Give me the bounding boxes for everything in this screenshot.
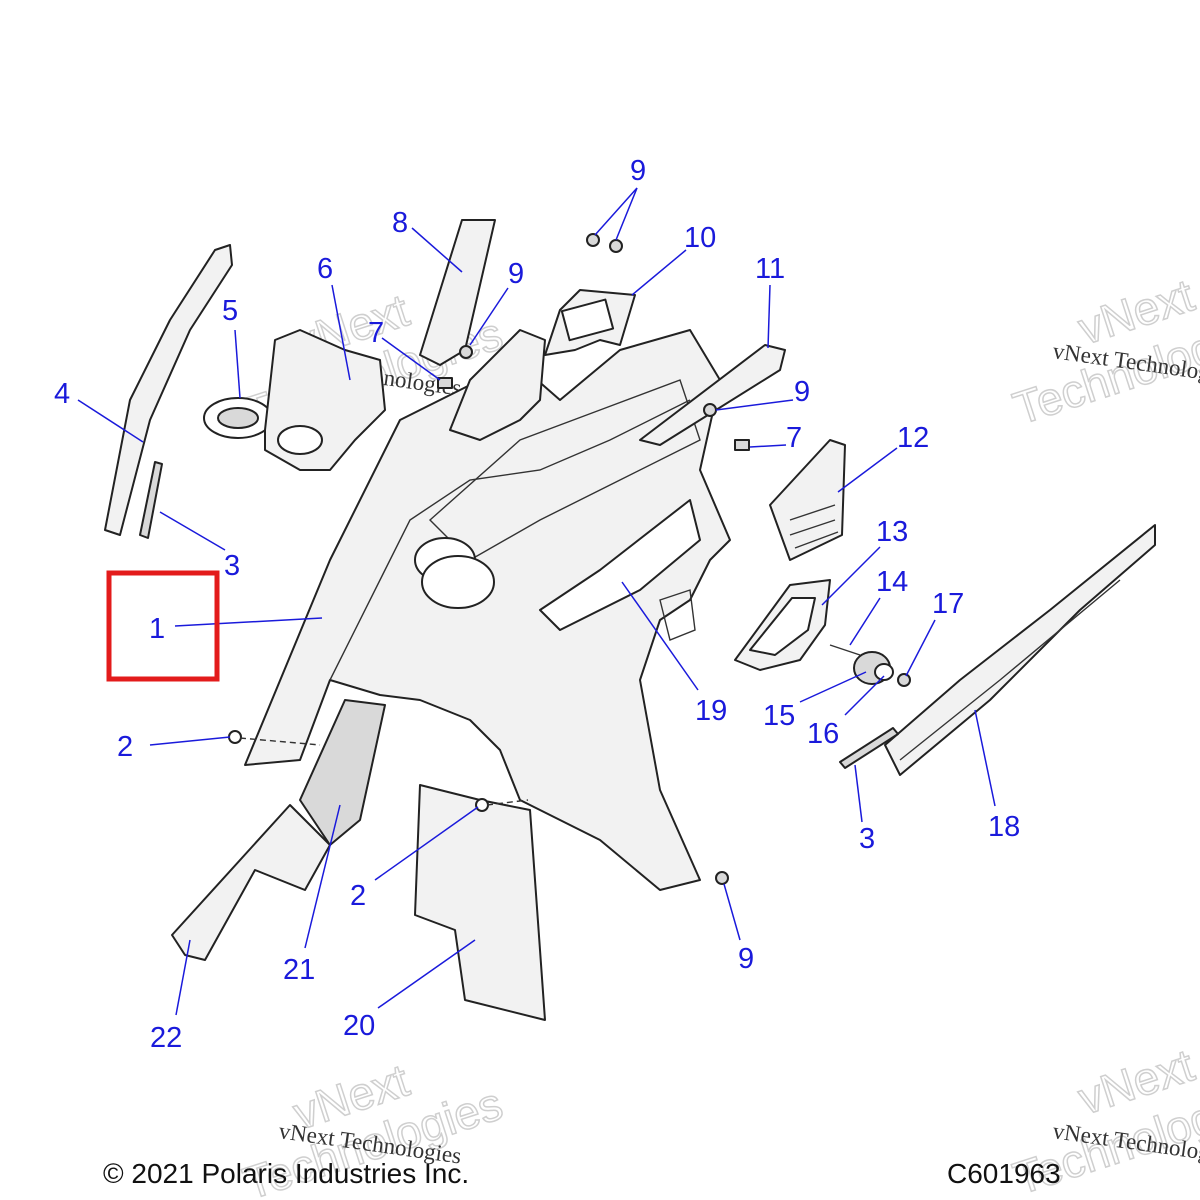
callout-3-left[interactable]: 3 bbox=[224, 550, 240, 582]
callout-14[interactable]: 14 bbox=[876, 566, 908, 598]
part-12-vent bbox=[769, 439, 846, 561]
part-9-screw-b bbox=[609, 239, 623, 253]
watermark-top-right: vNext Technologies vNext Technologies bbox=[1006, 268, 1200, 435]
part-2-assembly-path-b bbox=[486, 799, 529, 806]
callout-9-bottom[interactable]: 9 bbox=[738, 943, 754, 975]
part-4-left-trim bbox=[104, 244, 233, 536]
part-9-screw-e bbox=[715, 871, 729, 885]
part-1-inner-rim bbox=[329, 399, 691, 681]
callout-15[interactable]: 15 bbox=[763, 700, 795, 732]
part-22-lower-left-panel bbox=[171, 804, 331, 961]
callout-2-lower[interactable]: 2 bbox=[350, 880, 366, 912]
callout-7-upper[interactable]: 7 bbox=[368, 317, 384, 349]
part-18-right-panel bbox=[884, 524, 1156, 776]
part-7-clip-a bbox=[437, 377, 453, 389]
callout-18[interactable]: 18 bbox=[988, 811, 1020, 843]
callout-17[interactable]: 17 bbox=[932, 588, 964, 620]
part-3-rod-right bbox=[839, 727, 899, 769]
callout-9-upper-left[interactable]: 9 bbox=[508, 258, 524, 290]
callout-20[interactable]: 20 bbox=[343, 1010, 375, 1042]
part-6-bezel-hole bbox=[277, 425, 323, 455]
part-1-cupholder-2 bbox=[421, 555, 495, 609]
callout-13[interactable]: 13 bbox=[876, 516, 908, 548]
part-9-screw-a bbox=[586, 233, 600, 247]
callout-19[interactable]: 19 bbox=[695, 695, 727, 727]
part-21-side-strip bbox=[299, 699, 386, 846]
leader-lines bbox=[77, 187, 996, 1016]
part-2-assembly-path-a bbox=[239, 737, 321, 746]
part-11-right-bar bbox=[639, 344, 786, 446]
callout-9-right[interactable]: 9 bbox=[794, 376, 810, 408]
part-1-rear-tower bbox=[449, 329, 546, 441]
callout-21[interactable]: 21 bbox=[283, 954, 315, 986]
part-18-panel-edge bbox=[899, 579, 1121, 761]
part-2-fastener-a bbox=[228, 730, 242, 744]
callout-10[interactable]: 10 bbox=[684, 222, 716, 254]
part-10-bracket-window bbox=[560, 298, 615, 342]
callout-4[interactable]: 4 bbox=[54, 378, 70, 410]
part-9-screw-c bbox=[459, 345, 473, 359]
callout-5[interactable]: 5 bbox=[222, 295, 238, 327]
part-13-handle-opening bbox=[749, 597, 816, 656]
part-2-fastener-b bbox=[475, 798, 489, 812]
callout-12[interactable]: 12 bbox=[897, 422, 929, 454]
part-16-knob-cap bbox=[874, 663, 894, 681]
part-14-pin bbox=[829, 644, 861, 656]
footer-copyright: © 2021 Polaris Industries Inc. bbox=[103, 1158, 469, 1189]
part-3-rod-left bbox=[139, 461, 163, 539]
part-17-fastener bbox=[897, 673, 911, 687]
part-5-ring-inner bbox=[217, 407, 259, 429]
callout-16[interactable]: 16 bbox=[807, 718, 839, 750]
part-20-lower-flap bbox=[414, 784, 546, 1021]
callout-3-right[interactable]: 3 bbox=[859, 823, 875, 855]
part-1-center-channel bbox=[428, 379, 701, 561]
callout-6[interactable]: 6 bbox=[317, 253, 333, 285]
part-8-upper-bar bbox=[419, 219, 496, 366]
part-7-clip-b bbox=[734, 439, 750, 451]
callout-labels: 1 2 2 3 3 4 5 6 7 7 8 9 9 9 9 10 11 12 1… bbox=[54, 155, 1020, 1054]
footer-diagram-code: C601963 bbox=[947, 1158, 1061, 1189]
callout-11[interactable]: 11 bbox=[755, 253, 785, 285]
highlight-box-callout-1 bbox=[106, 570, 220, 682]
part-9-screw-d bbox=[703, 403, 717, 417]
callout-1[interactable]: 1 bbox=[149, 613, 165, 645]
part-12-vent-slots bbox=[789, 504, 839, 549]
callout-7-right[interactable]: 7 bbox=[786, 422, 802, 454]
part-1-mount-tab bbox=[659, 589, 696, 641]
callout-22[interactable]: 22 bbox=[150, 1022, 182, 1054]
part-1-switch-panel bbox=[539, 499, 701, 631]
callout-8[interactable]: 8 bbox=[392, 207, 408, 239]
callout-9-top[interactable]: 9 bbox=[630, 155, 646, 187]
callout-2-left[interactable]: 2 bbox=[117, 731, 133, 763]
